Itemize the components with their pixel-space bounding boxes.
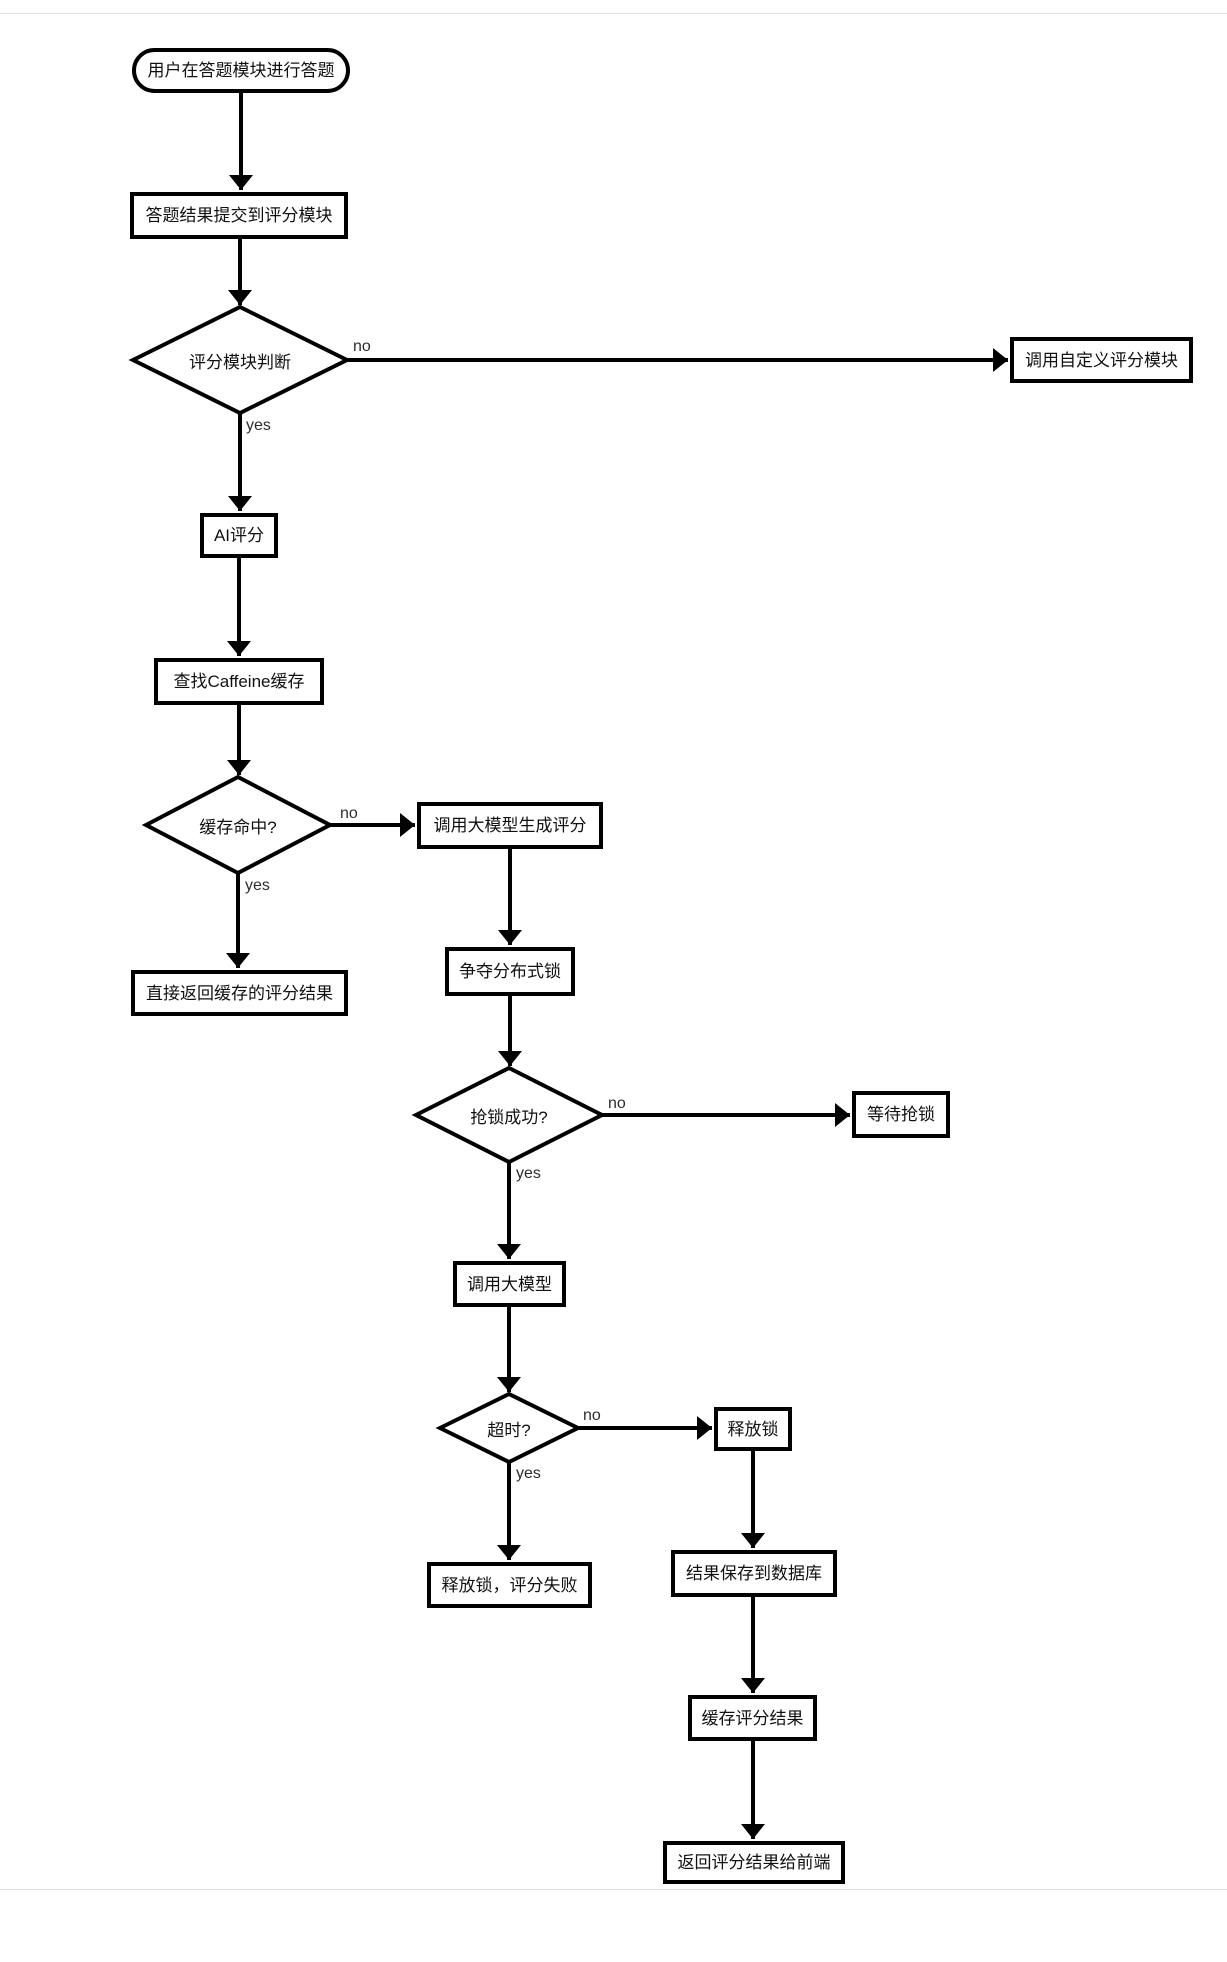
- page-top-divider: [0, 13, 1227, 14]
- node-custom: 调用自定义评分模块: [1010, 337, 1193, 383]
- edge-label-cachehit-yes: yes: [245, 877, 270, 894]
- node-start: 用户在答题模块进行答题: [132, 48, 350, 93]
- node-ai-score: AI评分: [200, 513, 278, 558]
- node-call-llm-label: 调用大模型: [467, 1274, 552, 1294]
- node-llm-generate: 调用大模型生成评分: [417, 802, 603, 849]
- edge-label-cachehit-no: no: [340, 805, 358, 822]
- node-cache-result: 缓存评分结果: [688, 1695, 817, 1741]
- node-release-lock: 释放锁: [714, 1407, 792, 1451]
- node-release-lock-label: 释放锁: [727, 1419, 779, 1439]
- edge-label-locksuccess-yes: yes: [516, 1165, 541, 1182]
- node-call-llm: 调用大模型: [453, 1261, 566, 1307]
- node-ai-score-label: AI评分: [213, 526, 265, 545]
- node-judge-diamond: [128, 304, 352, 416]
- edge-label-timeout-no: no: [583, 1407, 601, 1424]
- node-save-db-label: 结果保存到数据库: [686, 1564, 822, 1583]
- node-release-fail-label: 释放锁，评分失败: [441, 1575, 578, 1595]
- edge-label-judge-no: no: [353, 338, 371, 355]
- node-return-front: 返回评分结果给前端: [663, 1841, 845, 1884]
- node-wait-lock-label: 等待抢锁: [867, 1105, 935, 1124]
- node-submit: 答题结果提交到评分模块: [130, 192, 348, 239]
- node-llm-generate-label: 调用大模型生成评分: [433, 816, 587, 835]
- node-lock-success-diamond: [411, 1065, 607, 1165]
- node-wait-lock: 等待抢锁: [852, 1091, 950, 1138]
- node-submit-label: 答题结果提交到评分模块: [145, 206, 333, 225]
- node-cache-lookup: 查找Caffeine缓存: [154, 658, 324, 705]
- node-custom-label: 调用自定义评分模块: [1025, 350, 1178, 370]
- node-cache-result-label: 缓存评分结果: [701, 1708, 804, 1728]
- node-cache-lookup-label: 查找Caffeine缓存: [173, 672, 305, 691]
- node-release-fail: 释放锁，评分失败: [427, 1562, 592, 1608]
- node-timeout-diamond: [435, 1391, 583, 1465]
- node-acquire-lock: 争夺分布式锁: [445, 947, 575, 996]
- node-return-cached-label: 直接返回缓存的评分结果: [146, 983, 333, 1003]
- node-start-label: 用户在答题模块进行答题: [147, 61, 335, 80]
- node-save-db: 结果保存到数据库: [671, 1550, 837, 1597]
- node-acquire-lock-label: 争夺分布式锁: [459, 962, 561, 981]
- edge-label-timeout-yes: yes: [516, 1465, 541, 1482]
- edge-label-judge-yes: yes: [246, 417, 271, 434]
- node-cache-hit-diamond: [141, 774, 335, 876]
- edge-label-locksuccess-no: no: [608, 1095, 626, 1112]
- node-return-cached: 直接返回缓存的评分结果: [131, 970, 348, 1016]
- node-return-front-label: 返回评分结果给前端: [677, 1853, 831, 1872]
- page-bottom-divider: [0, 1889, 1227, 1890]
